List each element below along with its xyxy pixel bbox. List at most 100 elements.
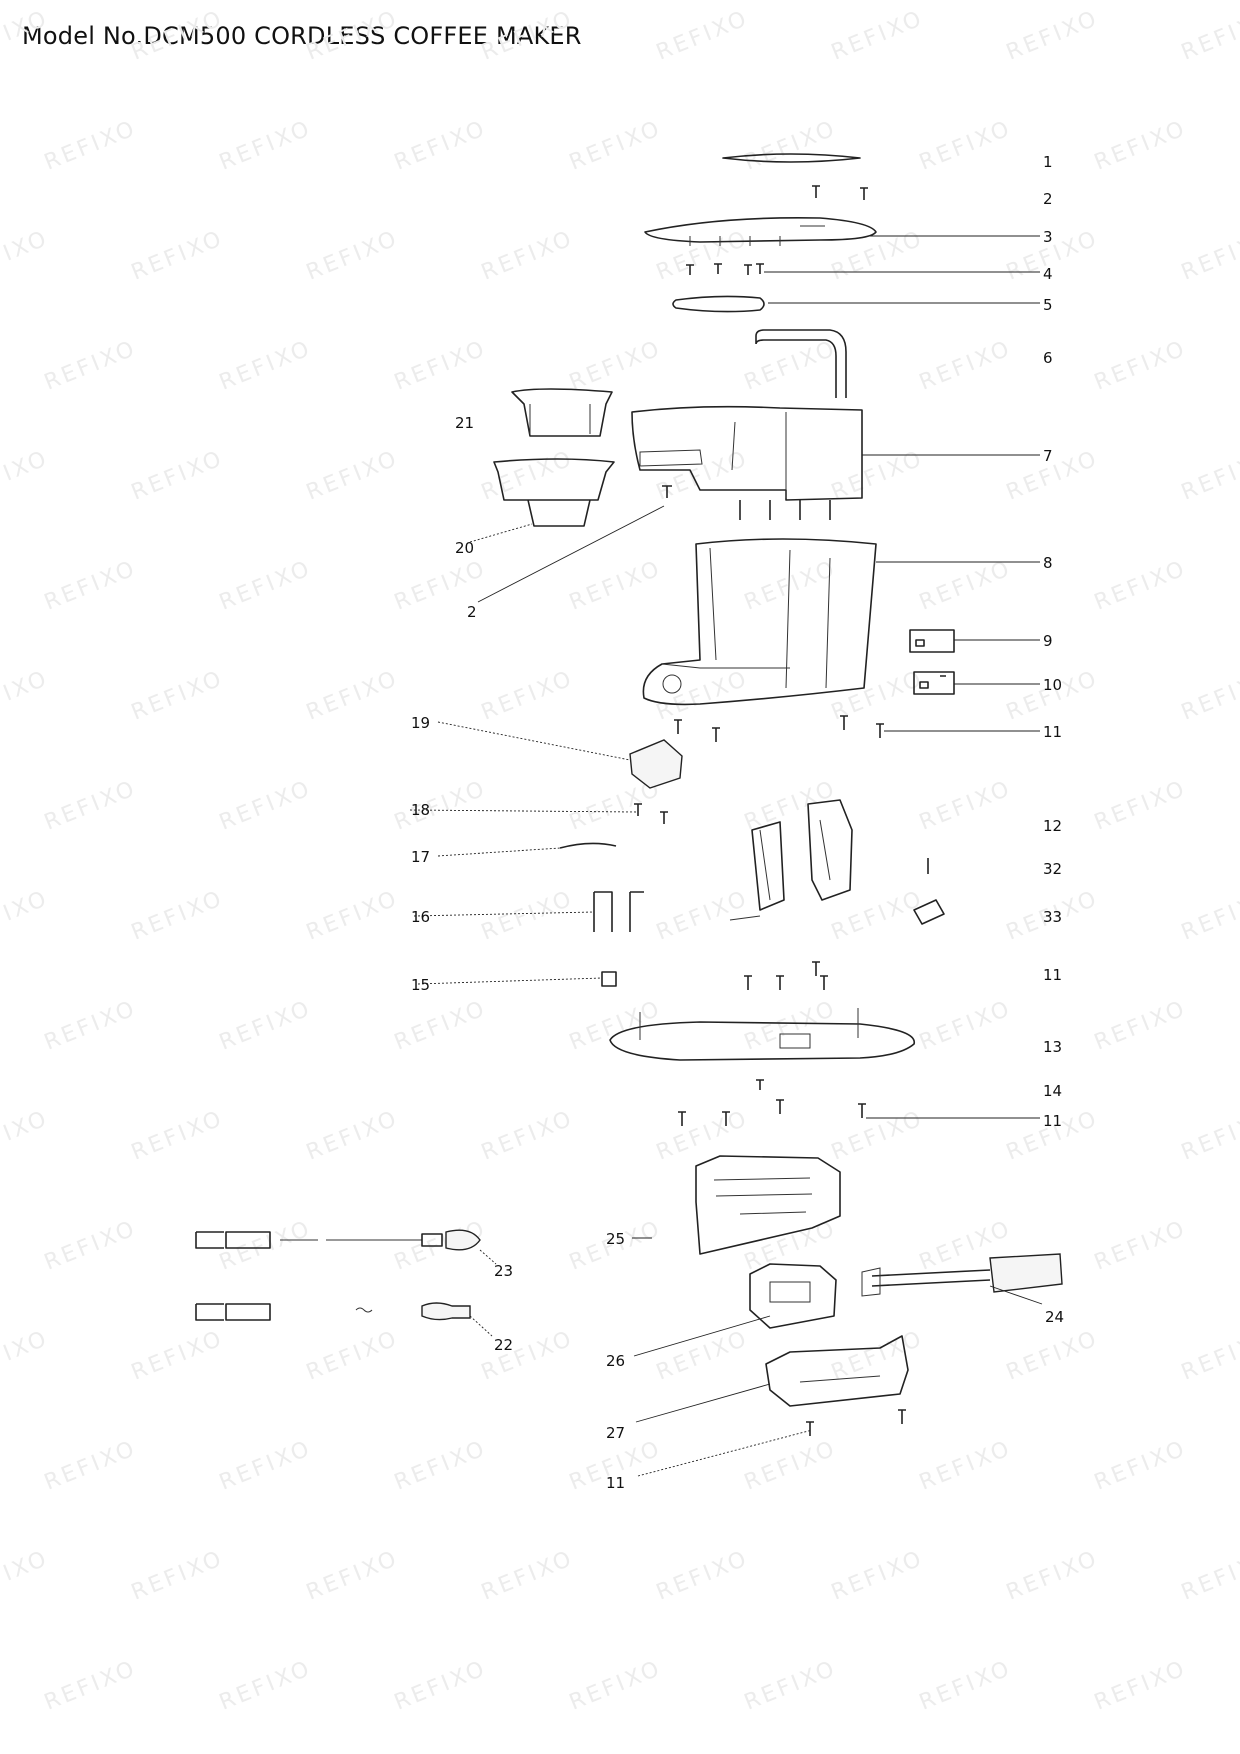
label-part-2b: 2	[467, 603, 477, 621]
watermark-text: REFIXO	[391, 996, 491, 1056]
watermark-text: REFIXO	[916, 116, 1016, 176]
watermark-text: REFIXO	[0, 226, 52, 286]
watermark-text: REFIXO	[1003, 1326, 1103, 1386]
watermark-text: REFIXO	[653, 226, 753, 286]
watermark-text: REFIXO	[41, 556, 141, 616]
label-part-12: 12	[1043, 817, 1062, 835]
watermark-text: REFIXO	[0, 1326, 52, 1386]
label-part-7: 7	[1043, 447, 1053, 465]
watermark-text: REFIXO	[0, 446, 52, 506]
label-part-17: 17	[411, 848, 430, 866]
label-part-25: 25	[606, 1230, 625, 1248]
label-part-19: 19	[411, 714, 430, 732]
watermark-text: REFIXO	[828, 886, 928, 946]
watermark-text: REFIXO	[1091, 776, 1191, 836]
watermark-text: REFIXO	[1178, 886, 1240, 946]
watermark-text: REFIXO	[1178, 226, 1240, 286]
part-13-base-plate	[609, 1008, 915, 1061]
label-part-23: 23	[494, 1262, 513, 1280]
watermark-text: REFIXO	[216, 776, 316, 836]
part-25-base-housing	[695, 1155, 841, 1255]
watermark-text: REFIXO	[128, 666, 228, 726]
part-23-cord	[195, 1229, 481, 1251]
watermark-text: REFIXO	[741, 776, 841, 836]
label-part-33: 33	[1043, 908, 1062, 926]
label-part-4: 4	[1043, 265, 1053, 283]
part-26-connector	[749, 1263, 837, 1329]
watermark-text: REFIXO	[478, 1546, 578, 1606]
watermark-text: REFIXO	[1091, 116, 1191, 176]
part-19-socket	[629, 739, 683, 789]
watermark-text: REFIXO	[391, 1656, 491, 1716]
watermark-text: REFIXO	[303, 6, 403, 66]
watermark-text: REFIXO	[391, 336, 491, 396]
watermark-text: REFIXO	[741, 336, 841, 396]
part-4-screws	[686, 263, 764, 275]
part-17-wire	[559, 842, 617, 849]
label-part-21: 21	[455, 414, 474, 432]
watermark-text: REFIXO	[0, 6, 52, 66]
watermark-text: REFIXO	[916, 336, 1016, 396]
watermark-text: REFIXO	[0, 1106, 52, 1166]
watermark-text: REFIXO	[216, 556, 316, 616]
watermark-text: REFIXO	[41, 116, 141, 176]
watermark-text: REFIXO	[1003, 1546, 1103, 1606]
label-part-16: 16	[411, 908, 430, 926]
watermark-text: REFIXO	[1178, 1326, 1240, 1386]
watermark-text: REFIXO	[0, 886, 52, 946]
label-part-11d: 11	[606, 1474, 625, 1492]
part-21-filter	[511, 388, 613, 437]
watermark-text: REFIXO	[916, 556, 1016, 616]
watermark-text: REFIXO	[128, 1106, 228, 1166]
part-10-switch	[913, 671, 955, 695]
label-part-11a: 11	[1043, 723, 1062, 741]
watermark-text: REFIXO	[41, 1436, 141, 1496]
watermark-text: REFIXO	[653, 1326, 753, 1386]
watermark-text: REFIXO	[128, 886, 228, 946]
part-12-heater	[729, 799, 853, 921]
part-2-screws	[812, 185, 868, 200]
watermark-text: REFIXO	[478, 666, 578, 726]
label-part-22: 22	[494, 1336, 513, 1354]
watermark-text: REFIXO	[1178, 666, 1240, 726]
part-33-clip	[913, 899, 945, 925]
watermark-text: REFIXO	[741, 1216, 841, 1276]
watermark-text: REFIXO	[653, 1546, 753, 1606]
label-part-10: 10	[1043, 676, 1062, 694]
label-part-11c: 11	[1043, 1112, 1062, 1130]
watermark-text: REFIXO	[303, 1106, 403, 1166]
label-part-14: 14	[1043, 1082, 1062, 1100]
watermark-text: REFIXO	[1091, 1216, 1191, 1276]
part-16-clips	[593, 891, 644, 932]
watermark-text: REFIXO	[391, 776, 491, 836]
watermark-text: REFIXO	[216, 1436, 316, 1496]
watermark-text: REFIXO	[741, 556, 841, 616]
part-1-lid-cover	[722, 153, 861, 163]
watermark-text: REFIXO	[828, 1546, 928, 1606]
watermark-text: REFIXO	[303, 226, 403, 286]
watermark-text: REFIXO	[1091, 336, 1191, 396]
watermark-text: REFIXO	[566, 336, 666, 396]
part-8-main-body	[642, 538, 877, 706]
label-part-26: 26	[606, 1352, 625, 1370]
watermark-text: REFIXO	[1178, 6, 1240, 66]
watermark-text: REFIXO	[1178, 1106, 1240, 1166]
part-18-screws	[634, 803, 668, 824]
label-part-15: 15	[411, 976, 430, 994]
part-22-cord	[195, 1302, 471, 1321]
watermark-text: REFIXO	[41, 776, 141, 836]
watermark-text: REFIXO	[1178, 1546, 1240, 1606]
part-7-upper-housing	[631, 405, 863, 520]
watermark-text: REFIXO	[216, 996, 316, 1056]
label-part-24: 24	[1045, 1308, 1064, 1326]
part-27-bottom-cover	[765, 1335, 909, 1407]
label-part-32: 32	[1043, 860, 1062, 878]
watermark-text: REFIXO	[1091, 1436, 1191, 1496]
watermark-text: REFIXO	[1178, 446, 1240, 506]
watermark-text: REFIXO	[478, 1326, 578, 1386]
label-part-3: 3	[1043, 228, 1053, 246]
watermark-text: REFIXO	[391, 116, 491, 176]
label-part-11b: 11	[1043, 966, 1062, 984]
watermark-text: REFIXO	[128, 1326, 228, 1386]
